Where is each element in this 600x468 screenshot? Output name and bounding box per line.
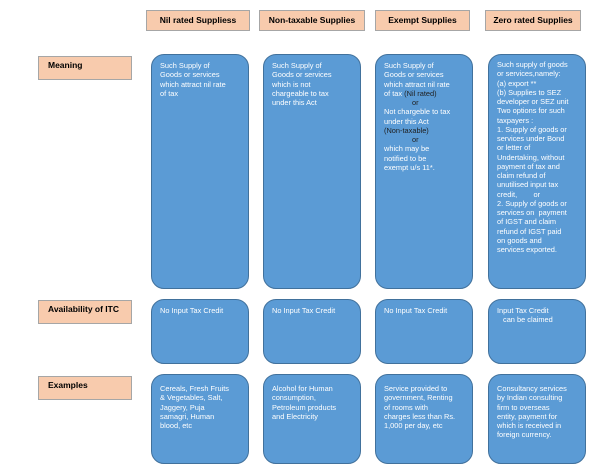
text-line: Such Supply of [160,61,210,70]
text-line: Goods or services [272,70,332,80]
meaning-nil-rated-box: Such Supply of Goods or services which a… [151,54,249,289]
row-header-meaning: Meaning [38,56,132,80]
text-line: Jaggery, Puja [160,402,205,412]
text-line: Such Supply of [272,61,322,70]
text-line: services exported. [497,245,557,254]
text-line: on goods and [497,235,542,245]
examples-nil-rated-box: Cereals, Fresh Fruits & Vegetables, Salt… [151,374,249,464]
text-line: under this Act [272,98,317,107]
text-line: exempt u/s 11*. [384,162,435,172]
text-line: or [412,98,419,107]
text-line: Service provided to [384,384,448,393]
text-line: refund of IGST paid [497,226,562,236]
text-line: of rooms with [384,402,428,412]
text-line: which is not [272,79,311,89]
text-line: & Vegetables, Salt, [160,393,223,403]
meaning-non-taxable-box: Such Supply of Goods or services which i… [263,54,361,289]
text-line: firm to overseas [497,402,550,412]
col-header-exempt: Exempt Supplies [375,10,470,31]
text-line: or [412,135,419,144]
row-header-itc: Availability of ITC [38,300,132,324]
text-line: Such supply of goods [497,60,568,69]
text-line: government, Renting [384,393,453,403]
itc-exempt-box: No Input Tax Credit [375,299,473,364]
text-line: can be claimed [503,315,553,325]
text-line: 1. Supply of goods or [497,124,567,134]
col-header-non-taxable: Non-taxable Supplies [259,10,365,31]
text-line: which may be [384,144,430,154]
examples-exempt-box: Service provided to government, Renting … [375,374,473,464]
text-line: developer or SEZ unit [497,97,569,106]
meaning-zero-rated-box: Such supply of goods or services,namely:… [488,54,586,289]
text-line: of IGST and claim [497,217,557,227]
meaning-exempt-box: Such Supply of Goods or services which a… [375,54,473,289]
text-line: Goods or services [384,70,444,80]
text-line: services on payment [497,208,567,217]
text-line: Input Tax Credit [497,306,549,315]
text-line: of tax [160,88,179,98]
text-line: samagri, Human [160,411,215,421]
text-line: No Input Tax Credit [160,306,224,315]
text-line: or services,namely: [497,69,561,79]
text-line: 2. Supply of goods or [497,198,567,208]
col-header-zero-rated: Zero rated Supplies [485,10,581,31]
text-line: Undertaking, without [497,152,565,162]
examples-zero-rated-box: Consultancy services by Indian consultin… [488,374,586,464]
nil-rated-tag: (Nil rated) [404,88,437,98]
itc-nil-rated-box: No Input Tax Credit [151,299,249,364]
text-line: under this Act [384,116,429,126]
text-line: Goods or services [160,70,220,80]
text-line: chargeable to tax [272,88,329,98]
text-line: and Electricity [272,411,319,421]
col-header-nil-rated: Nil rated Suppliess [146,10,250,31]
text-line: taxpayers : [497,115,534,125]
text-line: (b) Supplies to SEZ [497,87,562,97]
text-line: of tax (Nil rated) [384,89,464,98]
text-line: entity, payment for [497,411,558,421]
text-line: which is received in [497,421,562,430]
text-line: foreign currency. [497,430,552,440]
text-line: Petroleum products [272,402,337,412]
text-line: which attract nil rate [384,79,450,89]
itc-non-taxable-box: No Input Tax Credit [263,299,361,364]
text-line: credit, or [497,189,541,199]
text-line: which attract nil rate [160,79,226,89]
itc-zero-rated-box: Input Tax Credit can be claimed [488,299,586,364]
row-header-examples: Examples [38,376,132,400]
text-line: No Input Tax Credit [272,306,336,315]
text-line: No Input Tax Credit [384,306,448,315]
text-line: Not chargeble to tax [384,107,451,117]
text-line: Two options for such [497,106,565,116]
text-line: Alcohol for Human [272,384,333,393]
text-line: Such Supply of [384,61,434,70]
text-line: payment of tax and [497,161,560,171]
text-line: blood, etc [160,421,193,430]
text-line: (Non-taxable) [384,125,429,135]
text-line: charges less than Rs. [384,411,456,421]
text-line: or letter of [497,143,531,153]
text-line: Cereals, Fresh Fruits [160,384,229,393]
text-line: notified to be [384,153,427,163]
text-line: 1,000 per day, etc [384,421,443,430]
text-line: (a) export ** [497,78,537,88]
text-line: Consultancy services [497,384,567,393]
examples-non-taxable-box: Alcohol for Human consumption, Petroleum… [263,374,361,464]
text-line: consumption, [272,393,316,403]
text-line: services under Bond [497,134,565,143]
text-line: claim refund of [497,171,546,180]
text-line: by Indian consulting [497,393,563,403]
text-fragment: of tax [384,88,403,98]
text-line: unutilised input tax [497,180,559,190]
